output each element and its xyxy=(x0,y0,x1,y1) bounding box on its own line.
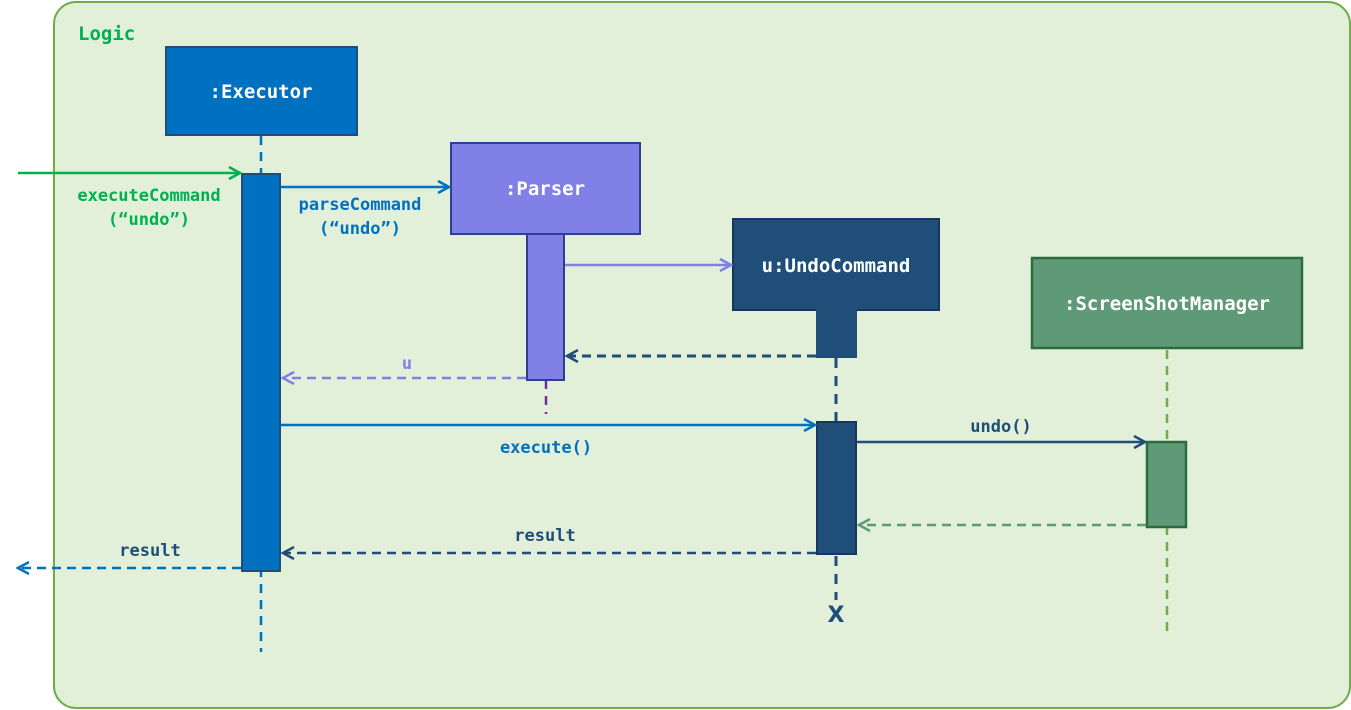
screenshot-manager-label: :ScreenShotManager xyxy=(1064,293,1270,315)
parser-activation xyxy=(526,233,565,381)
executor-activation xyxy=(241,173,281,572)
undo-command-activation-2 xyxy=(816,421,857,555)
undo-command-activation-1 xyxy=(816,309,857,358)
result-return-label: result xyxy=(514,526,575,546)
executor-result-label: result xyxy=(119,541,180,561)
parser-label: :Parser xyxy=(505,178,585,200)
undo-command-participant: u:UndoCommand xyxy=(732,218,940,311)
parse-command-label-line1: parseCommand xyxy=(299,195,422,215)
undo-label: undo() xyxy=(970,417,1031,437)
execute-label: execute() xyxy=(500,438,592,458)
executor-participant: :Executor xyxy=(165,46,358,136)
return-u-label: u xyxy=(402,354,412,374)
screenshot-manager-participant: :ScreenShotManager xyxy=(1030,256,1304,350)
execute-command-label-line2: (“undo”) xyxy=(108,210,190,230)
screenshot-manager-activation xyxy=(1145,440,1188,529)
undo-command-label: u:UndoCommand xyxy=(762,255,911,277)
frame-title: Logic xyxy=(78,23,135,45)
parser-participant: :Parser xyxy=(450,142,641,235)
parse-command-label-line2: (“undo”) xyxy=(319,219,401,239)
executor-label: :Executor xyxy=(210,81,313,103)
execute-command-label-line1: executeCommand xyxy=(77,186,220,206)
destroy-marker: X xyxy=(828,603,845,628)
